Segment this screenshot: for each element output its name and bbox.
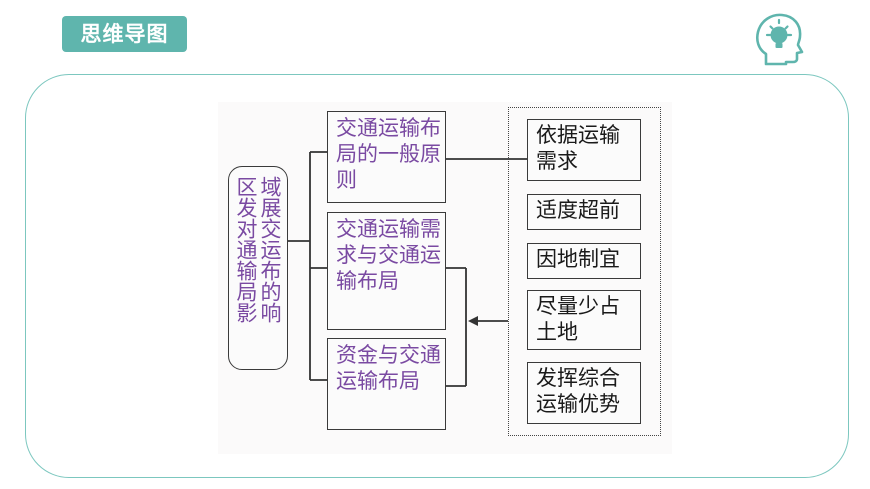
root-node: 域展交运布的响 区发对通输局影 xyxy=(228,166,288,370)
principle-item-1-text: 依据运输需求 xyxy=(536,123,620,173)
middle-node-3: 资金与交通运输布局 xyxy=(327,338,446,430)
principle-item-2: 适度超前 xyxy=(527,194,641,230)
principles-group xyxy=(508,107,661,436)
root-text-col2: 域展交运布的响 xyxy=(258,176,282,323)
section-title: 思维导图 xyxy=(80,22,169,46)
principle-item-3: 因地制宜 xyxy=(527,243,641,279)
middle-node-3-text: 资金与交通运输布局 xyxy=(336,343,441,393)
middle-node-2-text: 交通运输需求与交通运输布局 xyxy=(336,217,441,293)
middle-node-2: 交通运输需求与交通运输布局 xyxy=(327,212,446,330)
principle-item-5: 发挥综合运输优势 xyxy=(527,362,641,424)
principle-item-2-text: 适度超前 xyxy=(536,198,620,222)
principle-item-4: 尽量少占土地 xyxy=(527,290,641,350)
middle-node-1-text: 交通运输布局的一般原则 xyxy=(336,116,441,192)
middle-node-1: 交通运输布局的一般原则 xyxy=(327,111,446,203)
section-title-badge: 思维导图 xyxy=(62,16,187,52)
principle-item-4-text: 尽量少占土地 xyxy=(536,294,620,344)
principle-item-5-text: 发挥综合运输优势 xyxy=(536,366,620,416)
root-text-col1: 区发对通输局影 xyxy=(234,176,258,323)
head-lightbulb-icon xyxy=(752,10,804,66)
principle-item-3-text: 因地制宜 xyxy=(536,247,620,271)
principle-item-1: 依据运输需求 xyxy=(527,119,641,181)
